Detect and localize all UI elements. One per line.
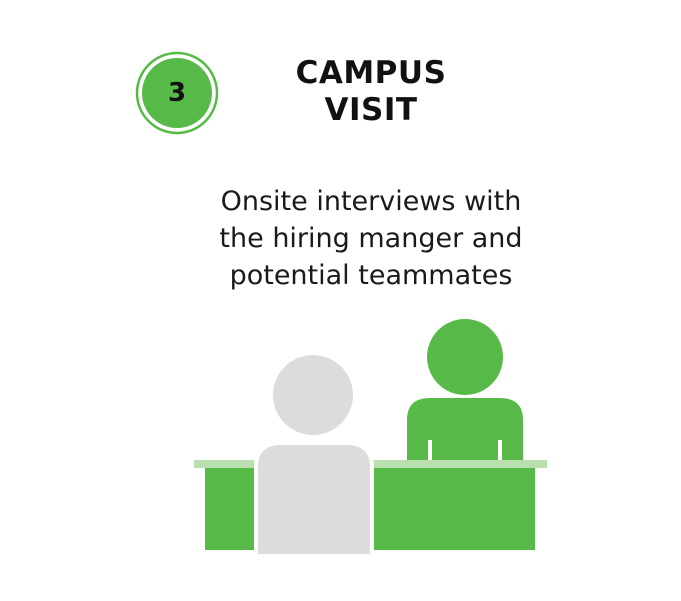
- step-description: Onsite interviews with the hiring manger…: [180, 183, 562, 294]
- candidate-icon: [254, 355, 374, 558]
- step-title: CAMPUS VISIT: [260, 55, 482, 129]
- step-description-line: the hiring manger and: [219, 223, 523, 254]
- step-description-line: potential teammates: [229, 260, 513, 291]
- step-number: 3: [167, 78, 187, 108]
- interviewer-icon: [407, 319, 523, 462]
- step-description-line: Onsite interviews with: [220, 186, 522, 217]
- step-title-line: VISIT: [324, 92, 418, 128]
- step-badge-icon: [135, 51, 219, 135]
- step-title-line: CAMPUS: [295, 55, 447, 91]
